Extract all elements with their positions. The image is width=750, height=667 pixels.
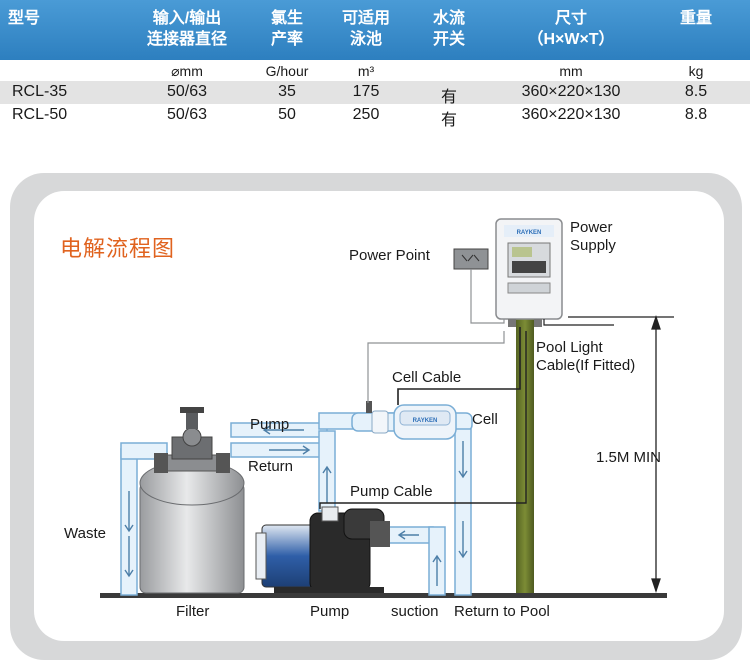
cell-model: RCL-35 [12, 83, 68, 100]
label-return-to-pool: Return to Pool [454, 603, 550, 620]
header-chlorine-output: 氯生 产率 [270, 10, 304, 48]
label-filter: Filter [176, 603, 210, 620]
table-row: RCL-50 50/63 50 250 有 360×220×130 8.8 [0, 104, 750, 129]
cell-weight: 8.5 [684, 83, 708, 100]
cell-connector: 50/63 [166, 83, 208, 100]
cell-dimensions: 360×220×130 [521, 106, 621, 123]
cables [367, 269, 505, 403]
cell-pool: 175 [352, 83, 380, 100]
cell-flow-switch: 有 [440, 89, 458, 106]
unit-chlorine: G/hour [265, 63, 309, 79]
label-pump-bottom: Pump [310, 603, 350, 620]
ground-line [100, 593, 667, 598]
label-power-supply-2: Supply [570, 237, 616, 254]
cell-cable [397, 327, 521, 405]
unit-dimensions: mm [559, 63, 583, 79]
unit-connector: ⌀mm [171, 63, 203, 79]
unit-pool: m³ [357, 63, 375, 79]
cell-chlorine: 50 [278, 106, 296, 123]
header-dimensions: 尺寸 （H×W×T） [527, 10, 615, 48]
flow-diagram: RAYKEN RAYKEN [100, 218, 674, 598]
label-waste: Waste [64, 525, 106, 542]
label-pool-light-1: Pool Light [536, 339, 603, 356]
header-weight: 重量 [679, 10, 713, 27]
pump-cable [319, 331, 527, 509]
flow-arrows [124, 425, 468, 586]
cell-chlorine: 35 [278, 83, 296, 100]
label-pump-cable: Pump Cable [350, 483, 433, 500]
height-dimension [568, 314, 674, 594]
cell-connector: 50/63 [166, 106, 208, 123]
cell-brand-text: RAYKEN [413, 418, 438, 424]
header-connector: 输入/输出 连接器直径 [146, 10, 228, 48]
spec-table-header: 型号 输入/输出 连接器直径 氯生 产率 可适用 泳池 水流 开关 尺寸 （H×… [0, 0, 750, 60]
unit-weight: kg [688, 63, 704, 79]
label-min-height: 1.5M MIN [596, 449, 662, 466]
mounting-pole [516, 319, 534, 593]
label-pool-light-2: Cable(If Fitted) [536, 357, 636, 374]
spec-table: 型号 输入/输出 连接器直径 氯生 产率 可适用 泳池 水流 开关 尺寸 （H×… [0, 0, 750, 129]
label-cell: Cell [472, 411, 498, 428]
supply-brand-text: RAYKEN [517, 230, 542, 236]
power-supply-unit: RAYKEN [495, 218, 563, 327]
label-power-point: Power Point [349, 247, 430, 264]
label-suction: suction [391, 603, 439, 620]
electrolytic-cell: RAYKEN [366, 401, 457, 440]
cell-model: RCL-50 [12, 106, 68, 123]
power-point-outlet [453, 248, 489, 270]
header-flow-switch: 水流 开关 [432, 10, 466, 48]
header-pool-size: 可适用 泳池 [341, 10, 391, 48]
cell-weight: 8.8 [684, 106, 708, 123]
cell-flow-switch: 有 [440, 112, 458, 129]
label-pump-top: Pump [250, 416, 290, 433]
diagram-panel: 电解流程图 [34, 191, 724, 641]
diagram-frame: 电解流程图 [10, 173, 742, 660]
label-cell-cable: Cell Cable [392, 369, 462, 386]
units-row: ⌀mm G/hour m³ mm kg [0, 60, 750, 81]
sand-filter [139, 407, 245, 594]
cell-pool: 250 [352, 106, 380, 123]
label-power-supply-1: Power [570, 219, 613, 236]
pool-light-cable [543, 319, 614, 326]
header-model: 型号 [8, 10, 41, 27]
pool-pump [255, 506, 390, 593]
cell-dimensions: 360×220×130 [521, 83, 621, 100]
label-return-top: Return [248, 458, 294, 475]
diagram-title: 电解流程图 [60, 236, 176, 261]
table-row: RCL-35 50/63 35 175 有 360×220×130 8.5 [0, 81, 750, 106]
